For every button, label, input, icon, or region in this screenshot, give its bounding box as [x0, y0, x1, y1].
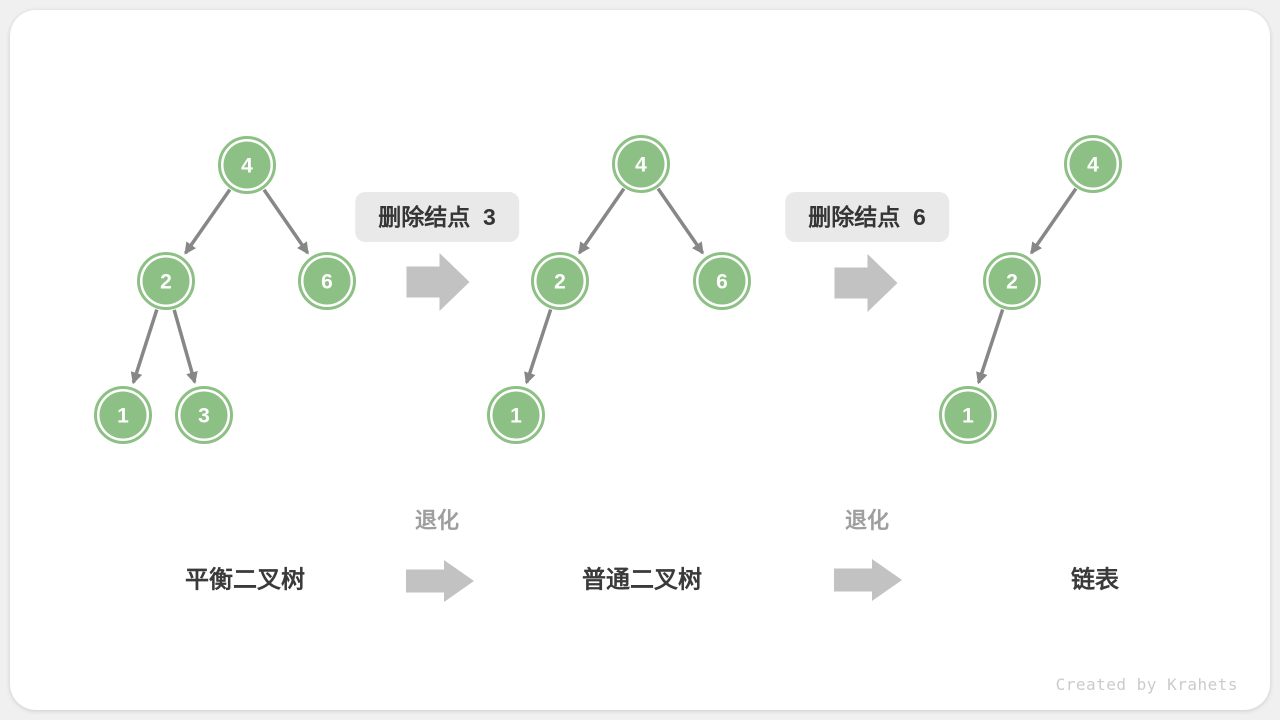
node-circle	[142, 257, 190, 305]
delete-node-3-badge: 删除结点 3	[355, 192, 519, 242]
node-value: 1	[117, 405, 129, 428]
node-value: 2	[554, 271, 566, 294]
node-circle	[99, 391, 147, 439]
node-outer-ring	[298, 252, 356, 310]
diagram-card	[10, 10, 1270, 710]
node-outer-ring	[531, 252, 589, 310]
node-value: 1	[962, 405, 974, 428]
balanced-binary-tree-label: 平衡二叉树	[185, 566, 305, 594]
node-circle	[988, 257, 1036, 305]
right-block-arrow	[834, 254, 898, 312]
tree-node-2: 2	[137, 252, 195, 310]
node-outer-ring	[175, 386, 233, 444]
node-circle	[1069, 140, 1117, 188]
node-value: 2	[160, 271, 172, 294]
node-outer-ring	[218, 136, 276, 194]
node-circle	[303, 257, 351, 305]
node-outer-ring	[137, 252, 195, 310]
tree-edge-arrow	[184, 188, 232, 255]
node-circle	[698, 257, 746, 305]
degenerate-label-2: 退化	[844, 508, 890, 533]
ordinary-binary-tree: 4 2 6 1	[487, 135, 751, 444]
node-outer-ring	[983, 252, 1041, 310]
right-block-arrow	[834, 559, 902, 601]
node-value: 6	[716, 271, 728, 294]
node-circle	[617, 140, 665, 188]
tree-node-4: 4	[1064, 135, 1122, 193]
tree-node-3: 3	[175, 386, 233, 444]
node-value: 4	[635, 154, 647, 177]
node-outer-ring	[94, 386, 152, 444]
tree-node-6: 6	[298, 252, 356, 310]
tree-edge-arrow	[172, 309, 198, 385]
tree-node-1: 1	[939, 386, 997, 444]
node-outer-ring	[693, 252, 751, 310]
tree-node-4: 4	[612, 135, 670, 193]
tree-node-1: 1	[94, 386, 152, 444]
node-value: 3	[198, 405, 210, 428]
tree-edge-arrow	[976, 308, 1005, 385]
node-circle	[223, 141, 271, 189]
tree-edge-arrow	[262, 188, 310, 255]
tree-edge-arrow	[524, 308, 553, 385]
node-circle	[492, 391, 540, 439]
node-outer-ring	[939, 386, 997, 444]
node-circle	[944, 391, 992, 439]
tree-node-1: 1	[487, 386, 545, 444]
linked-list-tree: 4 2 1	[939, 135, 1122, 444]
tree-node-4: 4	[218, 136, 276, 194]
tree-edge-arrow	[1029, 187, 1078, 255]
tree-edge-arrow	[130, 309, 159, 385]
node-value: 6	[321, 271, 333, 294]
node-outer-ring	[612, 135, 670, 193]
node-value: 1	[510, 405, 522, 428]
tree-edge-arrow	[577, 187, 626, 255]
node-circle	[180, 391, 228, 439]
tree-node-2: 2	[983, 252, 1041, 310]
watermark-credit: Created by Krahets	[1055, 675, 1238, 694]
right-block-arrow	[406, 253, 470, 311]
tree-node-2: 2	[531, 252, 589, 310]
ordinary-binary-tree-label: 普通二叉树	[582, 566, 702, 594]
right-block-arrow	[406, 560, 474, 602]
tree-node-6: 6	[693, 252, 751, 310]
node-value: 4	[241, 155, 253, 178]
linked-list-label: 链表	[1071, 566, 1119, 594]
tree-edge-arrow	[656, 187, 705, 255]
balanced-binary-tree: 4 2 6 1 3	[94, 136, 356, 444]
node-value: 4	[1087, 154, 1099, 177]
node-circle	[536, 257, 584, 305]
node-outer-ring	[487, 386, 545, 444]
degenerate-label-1: 退化	[414, 508, 460, 533]
node-outer-ring	[1064, 135, 1122, 193]
node-value: 2	[1006, 271, 1018, 294]
delete-node-6-badge: 删除结点 6	[785, 192, 949, 242]
